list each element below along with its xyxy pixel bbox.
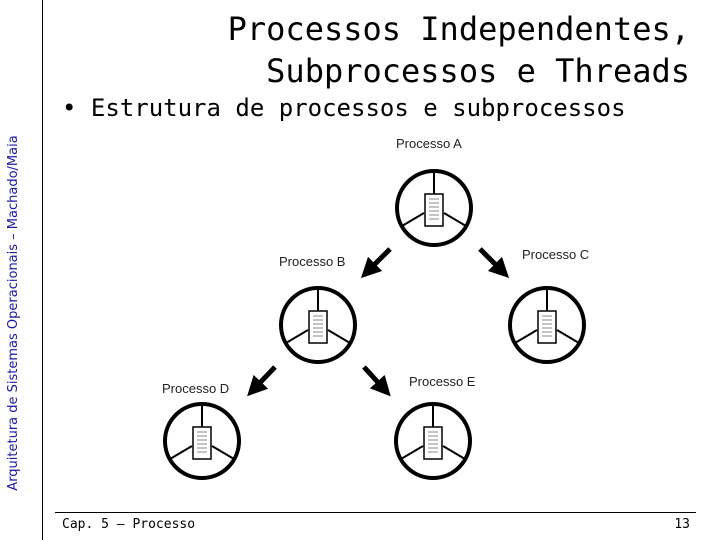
process-c-node: [508, 286, 586, 364]
title-line-2: Subprocessos e Threads: [266, 52, 690, 90]
footer-divider: [55, 512, 696, 513]
process-a-node: [395, 169, 473, 247]
process-d-node: [163, 402, 241, 480]
slide-title: Processos Independentes, Subprocessos e …: [228, 8, 690, 92]
process-b-node: [279, 286, 357, 364]
label-process-d: Processo D: [162, 381, 229, 396]
bullet-text: Estrutura de processos e subprocessos: [90, 94, 626, 122]
label-process-c: Processo C: [522, 247, 589, 262]
label-process-b: Processo B: [279, 254, 345, 269]
label-process-e: Processo E: [409, 374, 476, 389]
arrow-a-to-c: [478, 247, 510, 279]
title-line-1: Processos Independentes,: [227, 10, 690, 48]
arrow-b-to-d: [247, 365, 277, 397]
sidebar-divider: [42, 0, 43, 540]
page-number: 13: [674, 517, 690, 532]
footer-chapter: Cap. 5 – Processo: [62, 517, 196, 532]
label-process-a: Processo A: [396, 136, 462, 151]
process-tree-diagram: Processo A Processo B Processo C Process…: [162, 136, 589, 480]
process-e-node: [394, 402, 472, 480]
arrow-b-to-e: [362, 365, 391, 397]
bullet-item: • Estrutura de processos e subprocessos: [62, 94, 626, 122]
arrow-a-to-b: [360, 247, 392, 279]
bullet-dot: •: [62, 94, 77, 122]
sidebar-caption: Arquitetura de Sistemas Operacionais – M…: [5, 135, 21, 491]
